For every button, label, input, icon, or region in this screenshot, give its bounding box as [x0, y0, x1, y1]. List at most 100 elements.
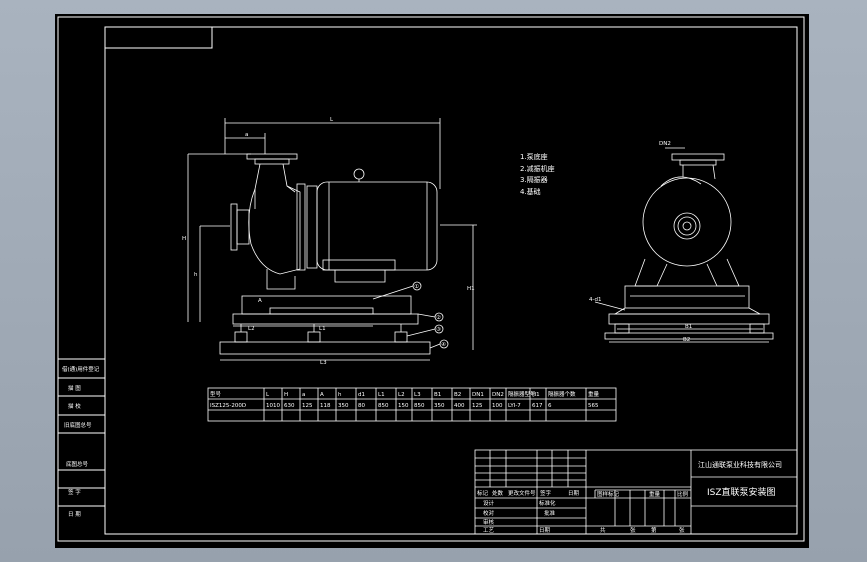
spec-value-cell: 150 [398, 403, 409, 409]
spec-value-cell: 125 [302, 403, 313, 409]
spec-header-cell: L1 [378, 392, 385, 398]
strip-label-1: 借(通)用件登记 [62, 365, 100, 373]
spec-value-cell: 400 [454, 403, 465, 409]
role-3: 审核 [483, 518, 495, 526]
dim-h: h [194, 272, 198, 278]
spec-header-cell: L3 [414, 392, 421, 398]
spec-header-cell: DN2 [492, 392, 504, 398]
legend-item-4: 4.基础 [520, 187, 541, 196]
drawing-canvas: 借(通)用件登记 描 图 描 校 旧底图总号 底图总号 签 字 日 期 [57, 16, 805, 542]
strip-label-5: 底图总号 [66, 460, 89, 468]
dim-L1: L1 [319, 326, 326, 332]
stage-2: 重量 [649, 490, 661, 498]
inner-frame [104, 26, 798, 535]
left-strip: 借(通)用件登记 描 图 描 校 旧底图总号 底图总号 签 字 日 期 [62, 365, 100, 518]
rev-h-5: 日期 [568, 490, 580, 497]
strip-label-7: 日 期 [68, 511, 81, 518]
spec-header-cell: a [302, 392, 305, 398]
spec-value-cell: 850 [414, 403, 425, 409]
rev-h-1: 标记 [477, 489, 489, 497]
legend-item-1: 1.泵底座 [520, 152, 548, 161]
spec-header-cell: 隔振器型号 [508, 390, 536, 398]
spec-value-cell: 630 [284, 403, 295, 409]
legend-item-3: 3.隔振器 [520, 175, 548, 184]
spec-value-cell: LYI-7 [508, 403, 521, 409]
spec-header-cell: DN1 [472, 392, 484, 398]
spec-table: 型号 ISZ125-200D L 1010 H 630 a 125 A 118 h 350 d1 80 L1… [207, 387, 617, 422]
title-block-text: 江山通联泵业科技有限公司 ISZ直联泵安装图 标记 处数 更改文件号 签字 日期… [477, 460, 782, 534]
callout-1: ① [414, 284, 419, 290]
spec-value-cell: 100 [492, 403, 503, 409]
strip-label-6: 签 字 [68, 488, 81, 496]
spec-header-cell: d1 [358, 392, 365, 398]
spec-value-cell: 350 [338, 403, 349, 409]
legend-item-2: 2.减振机座 [520, 164, 555, 173]
role-4: 工艺 [483, 527, 495, 534]
role2-2: 批准 [544, 509, 556, 517]
rev-h-3: 更改文件号 [508, 489, 536, 497]
spec-value-cell: 6 [548, 403, 552, 409]
dim-L2: L2 [248, 326, 255, 332]
dim-a: a [245, 132, 248, 138]
sheet-3: 第 [651, 526, 657, 534]
sheet-1: 共 [600, 526, 606, 534]
spec-header-cell: H1 [532, 392, 540, 398]
spec-header-cell: 重量 [588, 390, 600, 398]
company-name: 江山通联泵业科技有限公司 [698, 460, 782, 469]
stage-1: 图样标记 [597, 490, 620, 498]
stage-3: 比例 [677, 490, 689, 498]
callout-3: ③ [436, 327, 441, 333]
strip-label-2: 描 图 [68, 384, 81, 392]
role-1: 设计 [483, 499, 495, 507]
spec-value-cell: 118 [320, 403, 331, 409]
spec-value-cell: 1010 [266, 403, 280, 409]
front-view [594, 147, 774, 343]
dim-B2: B2 [683, 337, 690, 343]
strip-label-3: 描 校 [68, 402, 81, 410]
dim-bolt: 4-d1 [589, 297, 601, 303]
parts-legend: 1.泵底座 2.减振机座 3.隔振器 4.基础 [520, 152, 555, 196]
title-block [474, 449, 798, 535]
side-dims: L a H h H1 A L2 L1 L3 ① ② ③ ④ [182, 117, 475, 366]
rev-h-2: 处数 [492, 489, 504, 497]
front-dims: DN2 B1 B2 4-d1 [589, 141, 692, 343]
spec-value-cell: 850 [378, 403, 389, 409]
role2-1: 标准化 [539, 499, 556, 507]
spec-header-cell: B1 [434, 392, 441, 398]
spec-value-cell: 80 [358, 403, 365, 409]
spec-header-cell: 隔振器个数 [548, 390, 576, 398]
sheet-2: 张 [630, 526, 636, 534]
callout-4: ④ [441, 342, 446, 348]
drawing-title: ISZ直联泵安装图 [707, 486, 776, 498]
spec-header-cell: h [338, 392, 342, 398]
spec-value-cell: 565 [588, 403, 599, 409]
role-2: 校对 [483, 509, 495, 517]
spec-header-cell: L [266, 392, 270, 398]
callout-2: ② [436, 314, 441, 321]
dim-L: L [330, 117, 334, 123]
sheet-4: 张 [679, 526, 685, 534]
drawing-sheet: 借(通)用件登记 描 图 描 校 旧底图总号 底图总号 签 字 日 期 [55, 14, 809, 548]
code-box [104, 26, 213, 49]
spec-value-cell: 350 [434, 403, 445, 409]
spec-header-cell: A [320, 392, 324, 398]
dim-A: A [258, 298, 262, 304]
spec-header-cell: H [284, 392, 288, 398]
role2-3: 日期 [539, 527, 551, 534]
dim-H1: H1 [467, 286, 475, 292]
dim-DN2: DN2 [659, 141, 671, 147]
strip-label-4: 旧底图总号 [64, 421, 92, 429]
dim-H: H [182, 236, 186, 242]
spec-value-cell: ISZ125-200D [210, 403, 246, 409]
spec-header-cell: 型号 [210, 390, 222, 398]
spec-header-cell: B2 [454, 392, 461, 398]
side-view [187, 118, 477, 361]
spec-value-cell: 125 [472, 403, 483, 409]
dim-L3: L3 [320, 360, 327, 366]
outer-border [57, 16, 805, 542]
spec-header-cell: L2 [398, 392, 405, 398]
rev-h-4: 签字 [540, 489, 552, 497]
spec-value-cell: 617 [532, 403, 543, 409]
dim-B1: B1 [685, 324, 692, 330]
